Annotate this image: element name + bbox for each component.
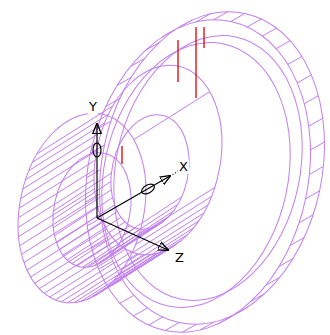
bore-hatch	[53, 182, 111, 220]
flange-outer-front	[72, 0, 330, 335]
flange-hatch	[120, 295, 134, 303]
hub-hatch	[55, 252, 131, 300]
hub-hatch	[35, 235, 111, 283]
flange-hatch	[149, 317, 163, 325]
flange-hatch	[134, 308, 148, 316]
axis-label: Y	[88, 100, 98, 114]
bore-hatch	[67, 222, 125, 260]
flange-hatch	[266, 277, 280, 285]
bore-hatch	[53, 173, 111, 211]
flange-hatch	[288, 56, 302, 64]
bore-hatch	[100, 225, 158, 263]
flange-hatch	[251, 293, 265, 301]
hub-hatch	[21, 151, 97, 199]
bore-hatch	[55, 198, 113, 236]
flange-hatch	[182, 324, 196, 332]
flange-hatch	[279, 259, 293, 267]
flange-outer-back	[58, 0, 330, 335]
axis-label: Z	[174, 251, 185, 265]
flange-hatch	[309, 166, 323, 174]
hub-front	[1, 101, 162, 315]
bore-hatch	[83, 229, 141, 267]
flange-hatch	[290, 238, 304, 246]
flange-hatch	[218, 316, 232, 324]
hub-hatch	[18, 179, 94, 227]
bore-front	[43, 145, 141, 274]
hub-back	[77, 53, 238, 267]
bore-hatch	[88, 229, 146, 267]
hub-hatch	[20, 198, 96, 246]
flange-hatch	[262, 28, 276, 36]
flange-hatch	[310, 142, 324, 150]
bore-hatch	[94, 228, 152, 266]
flange-hatch	[304, 96, 318, 104]
flange-hatch	[130, 59, 144, 67]
hub-hatch	[74, 255, 150, 303]
hub-hatch	[25, 132, 101, 180]
axis-triad	[93, 124, 190, 250]
bore-hatch	[63, 217, 121, 255]
bore-hatch	[72, 226, 130, 264]
bore-hatch	[53, 190, 111, 228]
flange-hatch	[145, 43, 159, 51]
bore-hatch	[77, 228, 135, 266]
flange-hatch	[196, 14, 210, 22]
hub-hatch	[31, 229, 107, 277]
axis-label: X	[178, 160, 189, 174]
flange-hatch	[299, 215, 313, 223]
hub-hatch	[50, 249, 126, 297]
hub-edge	[134, 92, 210, 140]
flange-hatch	[92, 240, 106, 248]
flange-hatch	[297, 75, 311, 83]
hub-hatch	[37, 106, 113, 154]
hub-hatch	[23, 141, 99, 189]
bore-hatch	[57, 205, 115, 243]
bore-back	[101, 107, 199, 236]
flange-hatch	[214, 12, 228, 20]
hub-hatch	[44, 245, 120, 293]
flange-hatch	[161, 30, 175, 38]
flange-hatch	[165, 323, 179, 331]
hub-hatch	[29, 123, 105, 171]
hub-hatch	[117, 228, 193, 276]
red-marks	[122, 27, 204, 164]
bore-hatch	[59, 211, 117, 249]
flange-hatch	[306, 191, 320, 199]
flange-hatch	[231, 13, 245, 21]
flange-hatch	[247, 19, 261, 27]
flange-hatch	[235, 306, 249, 314]
flange-hatch	[309, 118, 323, 126]
flange-hatch	[276, 41, 290, 49]
hub-hatch	[61, 254, 137, 302]
flange-hatch	[200, 322, 214, 330]
flange-hatch	[178, 20, 192, 28]
